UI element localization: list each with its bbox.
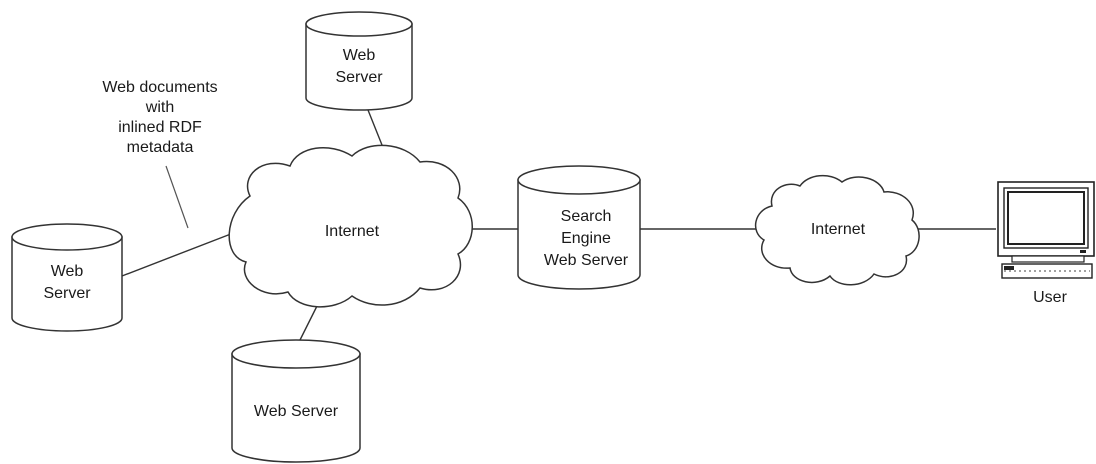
cylinder-database-icon <box>305 11 413 111</box>
connector-left-server-cloud <box>121 231 237 277</box>
annotation-line-2: with <box>145 99 174 116</box>
web-server-bottom-label: Web Server <box>254 403 339 420</box>
internet-cloud-right: Internet <box>754 174 920 286</box>
cylinder-database-icon <box>231 339 361 463</box>
search-engine-label-3: Web Server <box>544 252 629 269</box>
annotation-line-4: metadata <box>127 139 194 156</box>
web-server-top-label-1: Web <box>343 47 376 64</box>
search-engine-web-server: Search Engine Web Server <box>517 165 641 290</box>
annotation-label: Web documents with inlined RDF metadata <box>102 79 217 156</box>
web-server-left: Web Server <box>11 223 123 332</box>
internet-cloud-main: Internet <box>228 144 473 308</box>
desktop-computer-icon <box>997 181 1095 279</box>
cloud-icon <box>228 144 473 308</box>
cylinder-database-icon <box>517 165 641 290</box>
annotation-line-3: inlined RDF <box>118 119 202 136</box>
internet-cloud-main-label: Internet <box>325 223 380 240</box>
web-server-left-label-1: Web <box>51 263 84 280</box>
web-server-bottom: Web Server <box>231 339 361 463</box>
internet-cloud-right-label: Internet <box>811 221 866 238</box>
user-computer: User <box>997 181 1095 306</box>
search-engine-label-2: Engine <box>561 230 611 247</box>
web-server-top: Web Server <box>305 11 413 111</box>
search-engine-label-1: Search <box>561 208 612 225</box>
user-label: User <box>1033 289 1067 306</box>
cylinder-database-icon <box>11 223 123 332</box>
annotation-leader-line <box>165 165 189 229</box>
web-server-top-label-2: Server <box>335 69 383 86</box>
cloud-icon <box>754 174 920 286</box>
annotation-line-1: Web documents <box>102 79 217 96</box>
web-server-left-label-2: Server <box>43 285 91 302</box>
